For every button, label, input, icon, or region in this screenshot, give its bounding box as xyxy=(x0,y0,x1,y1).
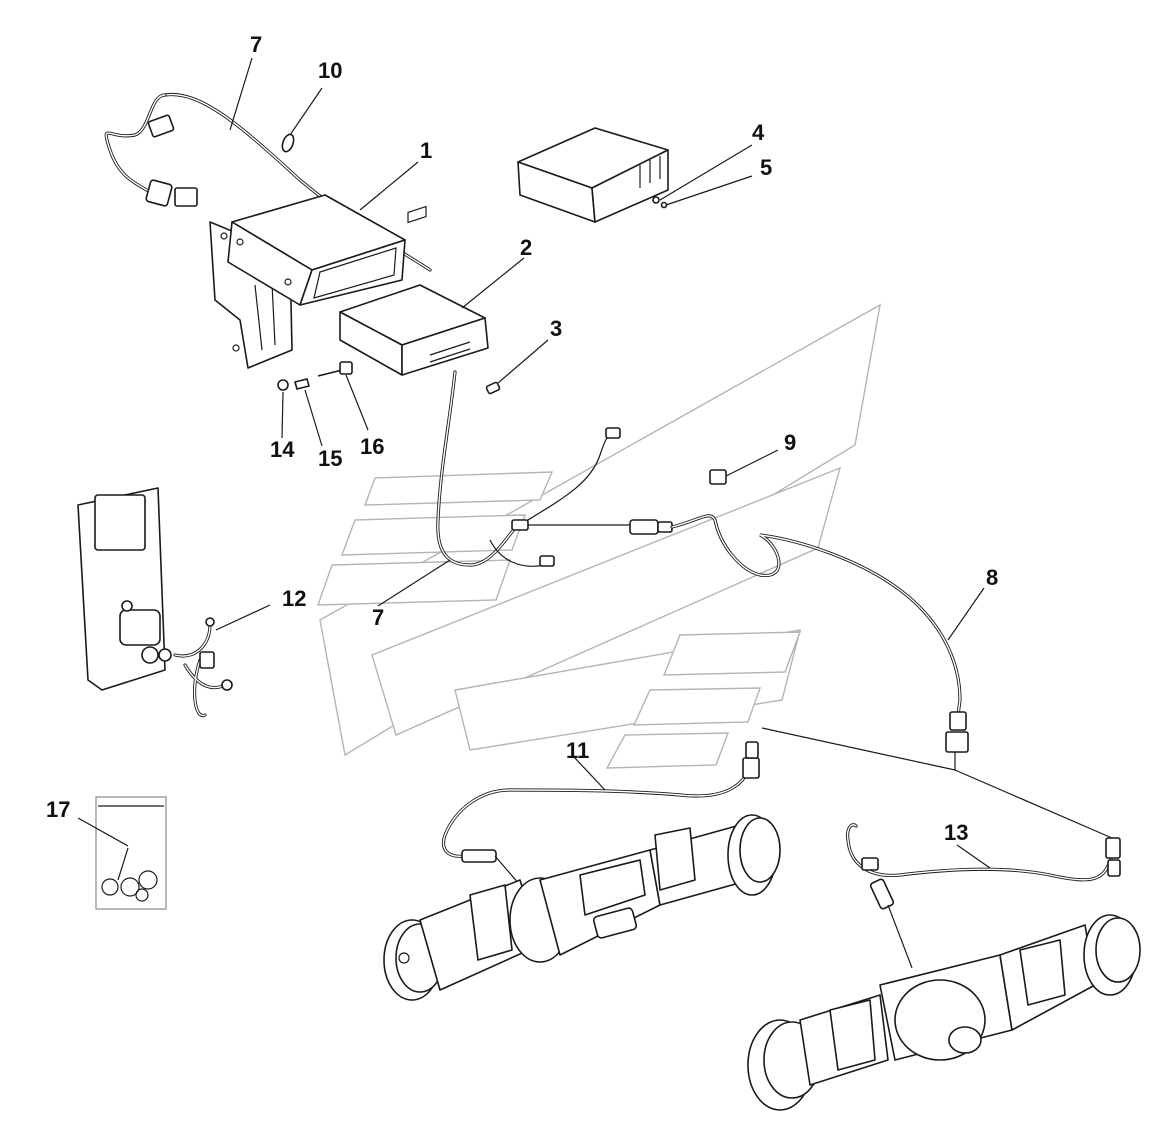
callout-5: 5 xyxy=(760,155,772,180)
callouts: 1 2 3 4 5 7 7 8 9 10 11 12 13 14 15 16 1… xyxy=(46,32,998,845)
tachograph-housing xyxy=(227,194,406,306)
front-axle xyxy=(383,814,781,1001)
callout-12: 12 xyxy=(282,586,306,611)
sensor-cable-11 xyxy=(442,741,760,886)
wiring-harness-lower xyxy=(436,370,673,567)
callout-7-lower: 7 xyxy=(372,605,384,630)
callout-8: 8 xyxy=(986,565,998,590)
watermark-logo xyxy=(317,303,881,769)
callout-16: 16 xyxy=(360,434,384,459)
secondary-unit xyxy=(517,127,669,223)
tachograph-unit xyxy=(339,205,489,376)
mounting-screws xyxy=(277,361,353,391)
o-ring xyxy=(281,133,295,153)
callout-2: 2 xyxy=(520,235,532,260)
connection-leaders xyxy=(761,727,1113,839)
callout-1: 1 xyxy=(420,138,432,163)
callout-17: 17 xyxy=(46,797,70,822)
sensor-bracket-assembly xyxy=(77,487,233,718)
callout-14: 14 xyxy=(270,437,295,462)
callout-10: 10 xyxy=(318,58,342,83)
callout-4: 4 xyxy=(752,120,765,145)
rear-axle xyxy=(747,914,1141,1111)
callout-leaders xyxy=(77,57,991,869)
callout-11: 11 xyxy=(566,738,589,763)
callout-7-upper: 7 xyxy=(250,32,262,57)
callout-15: 15 xyxy=(318,446,342,471)
sensor-cable-13 xyxy=(846,823,1121,969)
fuse xyxy=(485,381,501,395)
callout-9: 9 xyxy=(784,430,796,455)
repair-kit-bag xyxy=(95,796,167,910)
sensor-cable-8 xyxy=(670,514,969,753)
callout-3: 3 xyxy=(550,316,562,341)
connector xyxy=(709,469,727,485)
callout-13: 13 xyxy=(944,820,968,845)
